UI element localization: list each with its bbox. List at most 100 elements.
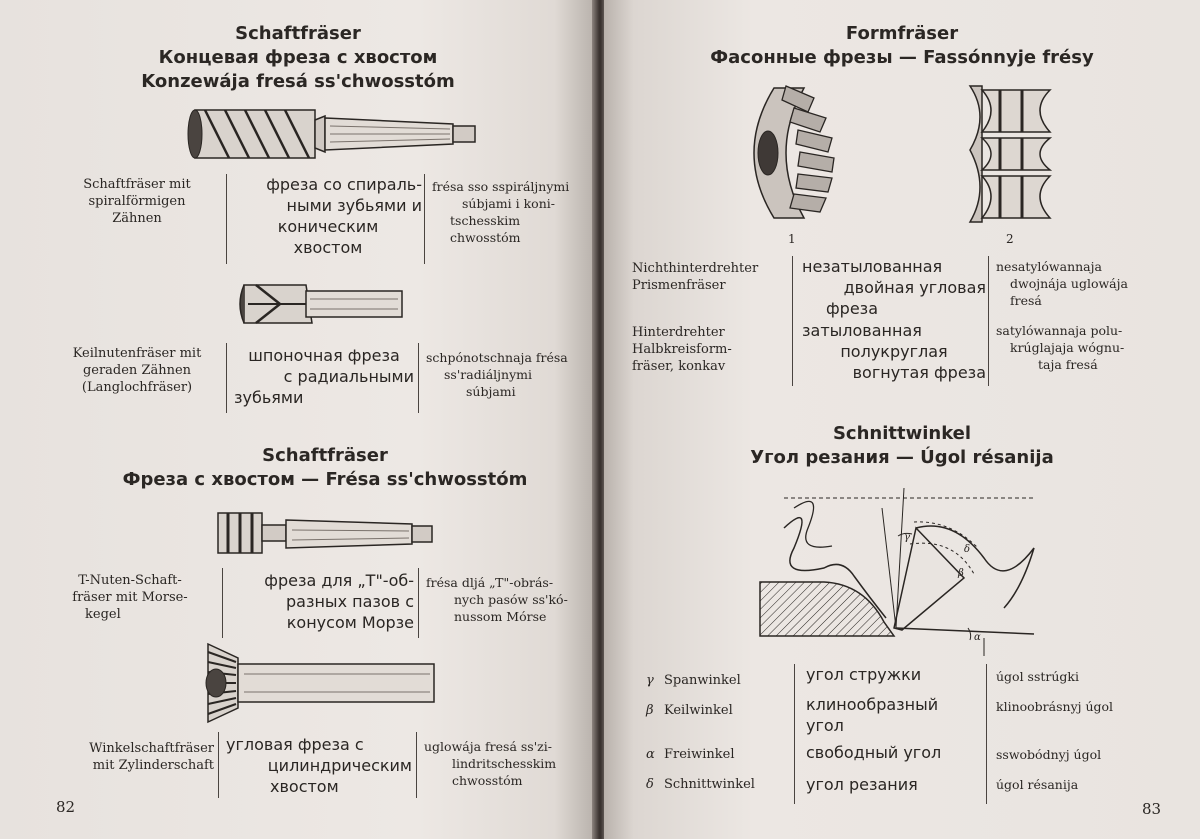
- text-line: ss'radiáljnymi: [444, 367, 532, 382]
- beta-symbol: β: [646, 703, 654, 718]
- beta-label: β: [957, 568, 964, 579]
- transliteration: sswobódnyj úgol: [996, 747, 1102, 762]
- german-term: Winkelschaftfräser mit Zylinderschaft: [30, 740, 214, 774]
- figure-label: 2: [1006, 232, 1014, 246]
- column-divider: [794, 664, 795, 804]
- text-line: mit Zylinderschaft: [92, 758, 214, 773]
- entry-row: Winkelschaftfräser mit Zylinderschaft уг…: [0, 732, 596, 800]
- russian-term: свободный угол: [806, 742, 982, 763]
- column-divider: [226, 174, 227, 264]
- text-line: frésa sso sspiráljnymi: [432, 179, 570, 194]
- gamma-symbol: γ: [646, 673, 654, 688]
- text-line: затылованная: [802, 321, 922, 340]
- text-line: фреза: [826, 299, 878, 318]
- german-term: Schaftfräser mit spiralförmigen Zähnen: [52, 176, 222, 227]
- text-line: шпоночная фреза: [248, 346, 400, 365]
- column-divider: [418, 568, 419, 638]
- angle-shank-cutter-illustration: [205, 642, 435, 724]
- text-line: фреза со спираль-: [266, 175, 422, 194]
- text-line: tschesskim: [450, 213, 521, 228]
- column-divider: [418, 343, 419, 413]
- russian-term: затылованная полукруглая вогнутая фреза: [802, 320, 986, 383]
- entry-row: Nichthinterdrehter Prismenfräser незатыл…: [604, 256, 1200, 386]
- entry-row: T-Nuten-Schaft- fräser mit Morse- kegel …: [0, 568, 596, 640]
- text-line: (Langlochfräser): [81, 380, 193, 395]
- text-line: Zähnen: [112, 211, 162, 226]
- section-heading: Schaftfräser Концевая фреза с хвостом Ko…: [0, 22, 596, 94]
- text-line: Spanwinkel: [664, 673, 741, 688]
- column-divider: [416, 732, 417, 798]
- transliteration: frésa dljá „T"-obrás- nych pasów ss'kó- …: [426, 574, 590, 625]
- german-term: Keilnutenfräser mit geraden Zähnen (Lang…: [52, 345, 222, 396]
- text-line: хвостом: [293, 238, 363, 257]
- text-line: Freiwinkel: [664, 747, 735, 762]
- text-line: двойная угловая: [843, 278, 986, 297]
- column-divider: [986, 664, 987, 804]
- russian-term: угловая фреза с цилиндрическим хвостом: [226, 734, 412, 797]
- transliteration: uglowája fresá ss'zi- lindritschesskim c…: [424, 738, 590, 789]
- text-line: fresá: [1010, 293, 1042, 308]
- entry-row: Schaftfräser mit spiralförmigen Zähnen ф…: [0, 174, 596, 266]
- text-line: chwosstóm: [450, 230, 521, 245]
- transliteration: klinoobrásnyj úgol: [996, 699, 1114, 714]
- text-line: угол: [806, 716, 844, 735]
- section-heading: Schaftfräser Фреза с хвостом — Frésa ss'…: [0, 444, 596, 492]
- text-line: незатылованная: [802, 257, 943, 276]
- text-line: Keilwinkel: [664, 703, 733, 718]
- text-line: uglowája fresá ss'zi-: [424, 739, 552, 754]
- russian-term: фреза для „Т"-об- разных пазов с конусом…: [230, 570, 414, 633]
- text-line: krúglajaja wógnu-: [1010, 340, 1125, 355]
- text-line: угол стружки: [806, 665, 922, 684]
- text-line: lindritschesskim: [452, 756, 557, 771]
- heading-german: Formfräser: [845, 23, 959, 44]
- delta-label: δ: [964, 544, 970, 555]
- heading-german: Schaftfräser: [262, 445, 388, 466]
- column-divider: [226, 343, 227, 413]
- text-line: с радиальными: [283, 367, 414, 386]
- text-line: Schaftfräser mit: [83, 177, 191, 192]
- column-divider: [222, 568, 223, 638]
- concave-cutter-illustration: [968, 85, 1053, 223]
- t-slot-cutter-illustration: [217, 512, 433, 554]
- entry-row: Hinterdrehter Halbkreisform- fräser, kon…: [604, 320, 1200, 386]
- column-divider: [218, 732, 219, 798]
- transliteration: úgol résanija: [996, 777, 1079, 792]
- text-line: T-Nuten-Schaft-: [78, 573, 182, 588]
- text-line: зубьями: [234, 388, 304, 407]
- text-line: фреза для „Т"-об-: [264, 571, 414, 590]
- german-term: Nichthinterdrehter Prismenfräser: [632, 260, 792, 294]
- german-term: γ Spanwinkel: [646, 672, 792, 689]
- russian-term: угол стружки: [806, 664, 982, 685]
- column-divider: [424, 174, 425, 264]
- text-line: конусом Морзе: [286, 613, 414, 632]
- text-line: угловая фреза с: [226, 735, 364, 754]
- text-line: satylówannaja polu-: [996, 323, 1123, 338]
- text-line: вогнутая фреза: [852, 363, 986, 382]
- text-line: ными зубьями и: [286, 196, 423, 215]
- german-term: β Keilwinkel: [646, 702, 792, 719]
- right-page: Formfräser Фасонные фрезы — Fassónnyje f…: [604, 0, 1200, 839]
- russian-term: угол резания: [806, 774, 982, 795]
- text-line: Schnittwinkel: [664, 777, 755, 792]
- page-number: 83: [1142, 800, 1162, 818]
- prism-cutter-illustration: [753, 85, 835, 219]
- text-line: свободный угол: [806, 743, 942, 762]
- spiral-end-mill-illustration: [187, 109, 476, 159]
- heading-russian: Фасонные фрезы — Fassónnyje frésy: [710, 47, 1094, 68]
- text-line: Halbkreisform-: [632, 342, 732, 357]
- text-line: fräser mit Morse-: [72, 590, 188, 605]
- figure-label: 1: [788, 232, 796, 246]
- text-line: полукруглая: [840, 342, 948, 361]
- heading-german: Schnittwinkel: [832, 423, 972, 444]
- text-line: dwojnája uglowája: [1010, 276, 1128, 291]
- keyway-cutter-illustration: [239, 284, 403, 324]
- page-number: 82: [56, 798, 76, 816]
- text-line: chwosstóm: [452, 773, 523, 788]
- text-line: клинообразный: [806, 695, 939, 714]
- text-line: fräser, konkav: [632, 359, 726, 374]
- text-line: nesatylówannaja: [996, 259, 1102, 274]
